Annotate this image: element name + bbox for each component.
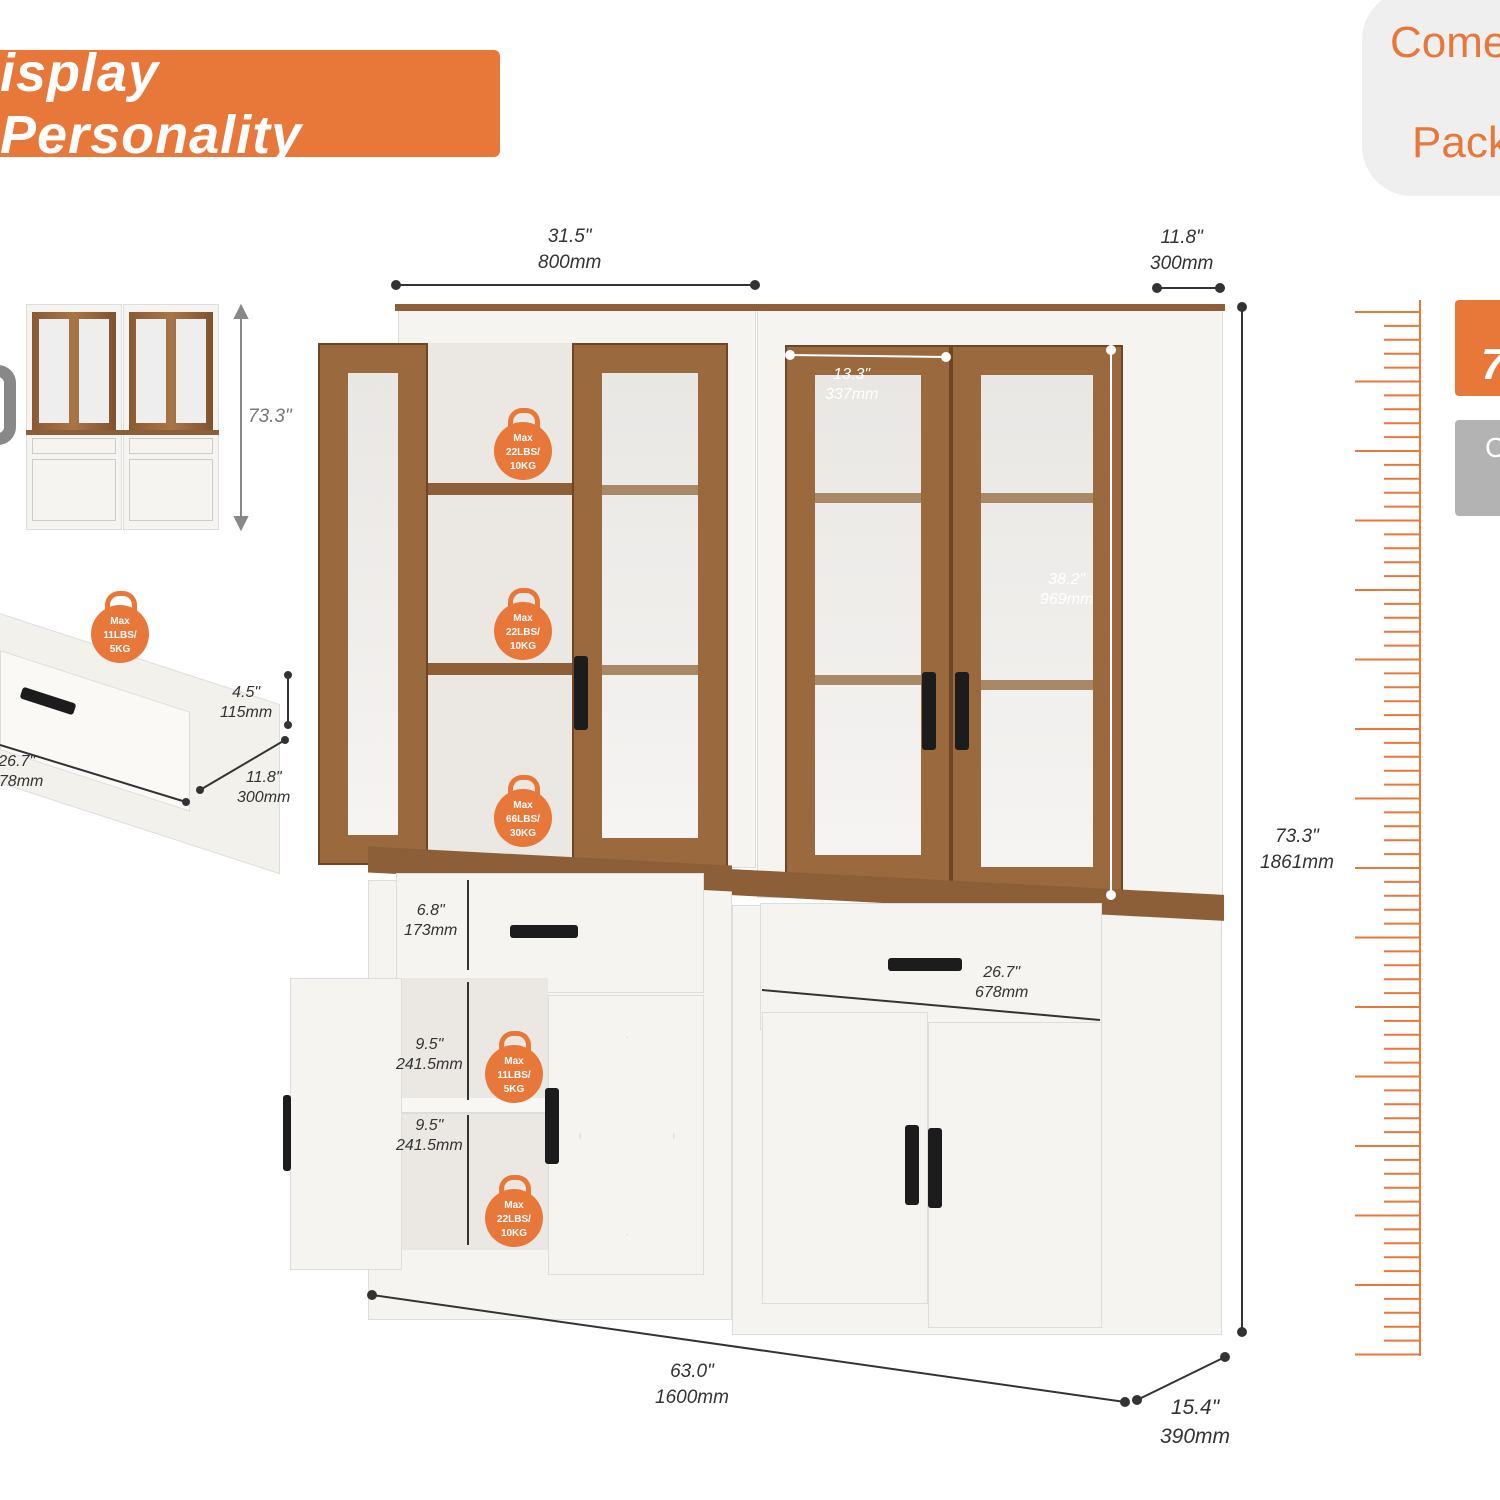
single-width-dim: 31.5"800mm — [538, 226, 602, 273]
door-handle — [574, 656, 588, 730]
pack-line1: Come — [1390, 18, 1500, 67]
drawer-height-dim: 4.5"115mm — [220, 684, 273, 721]
door-handle — [283, 1095, 291, 1171]
height-ruler — [1355, 300, 1421, 1356]
pack-line3: Pack — [1412, 118, 1500, 167]
drawer-handle — [510, 925, 578, 938]
door-handle — [905, 1125, 919, 1205]
drawer-width-dim: 26.7"678mm — [0, 753, 44, 790]
drawer-height-dim: 6.8"173mm — [404, 902, 458, 939]
thumbnail-cabinet — [26, 304, 219, 530]
lower-door[interactable] — [762, 1012, 928, 1304]
door-handle — [928, 1128, 942, 1208]
drawer-depth-dim: 11.8"300mm — [237, 769, 291, 806]
lower-shelf1-dim: 9.5"241.5mm — [396, 1036, 463, 1073]
total-height-dim: 73.3"1861mm — [1260, 826, 1334, 873]
door-handle — [545, 1088, 559, 1164]
depth-top-dim: 11.8"300mm — [1150, 227, 1214, 274]
glass-door — [951, 345, 1123, 897]
door-handle — [955, 672, 969, 750]
lower-shelf2-dim: 9.5"241.5mm — [396, 1117, 463, 1154]
side-tab-orange: 7 — [1455, 300, 1500, 396]
drawer-handle — [888, 958, 962, 971]
door-handle — [922, 672, 936, 750]
banner-title: isplay Personality — [0, 42, 303, 165]
total-depth-dim: 15.4"390mm — [1160, 1396, 1231, 1448]
glass-door — [785, 345, 951, 885]
glass-height-dim: 38.2"969mm — [1040, 571, 1094, 608]
title-banner: isplay Personality — [0, 43, 500, 165]
open-shelf-upper — [428, 343, 574, 858]
glass-width-dim: 13.3"337mm — [825, 366, 879, 403]
drawer-width-dim: 26.7"678mm — [975, 964, 1029, 1001]
lower-door-open[interactable] — [290, 978, 402, 1270]
glass-door — [572, 343, 728, 868]
thumbnail-height: 73.3" — [248, 406, 292, 427]
pack-badge: Come 3 Pack — [1362, 0, 1500, 196]
side-tab-gray: C — [1455, 420, 1500, 516]
total-width-dim: 63.0"1600mm — [655, 1361, 729, 1408]
lower-door[interactable] — [548, 995, 704, 1275]
